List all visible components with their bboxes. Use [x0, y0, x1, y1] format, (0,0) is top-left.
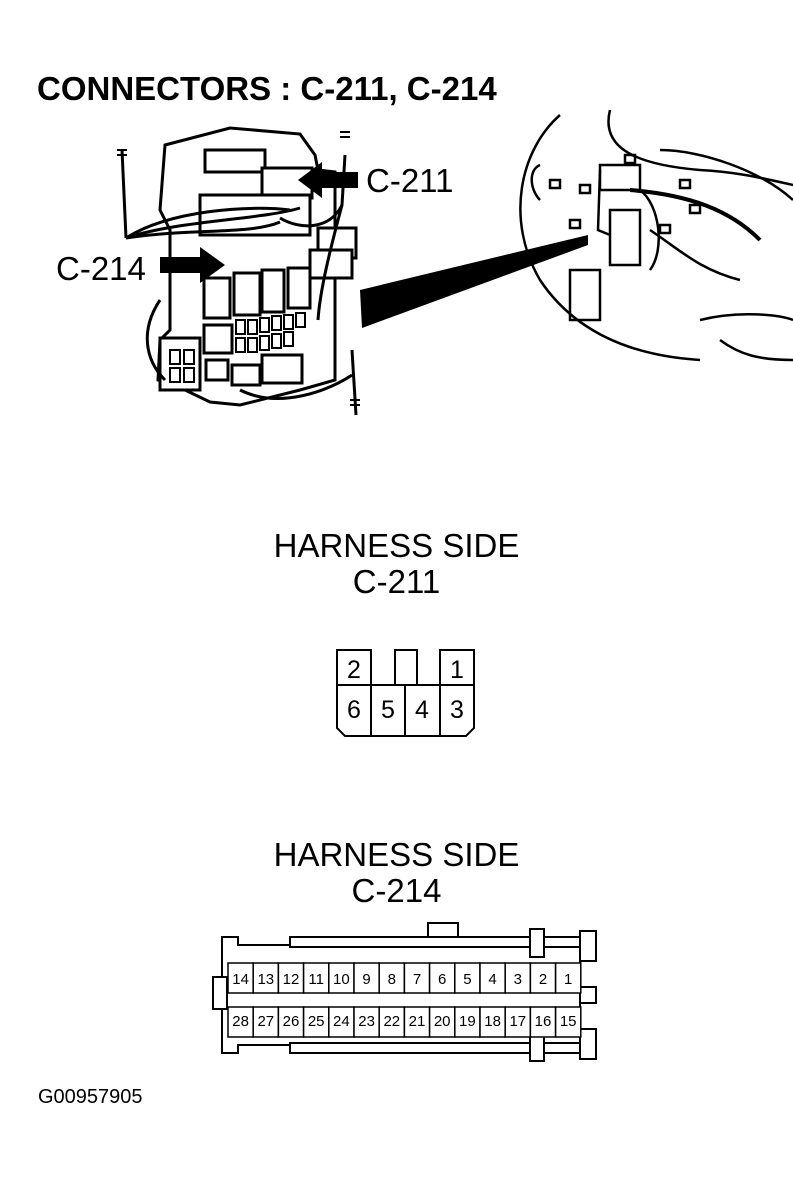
c214-heading-label: HARNESS SIDE	[273, 836, 520, 873]
c211-callout: C-211	[366, 162, 453, 199]
c214-pin: 19	[459, 1013, 476, 1030]
c214-pin: 27	[257, 1013, 274, 1030]
c214-pin: 6	[438, 971, 446, 988]
c214-pin-cell	[353, 1006, 380, 1038]
c211-connector: 2 1 6 5 4 3	[336, 649, 475, 737]
c214-pin-cell	[403, 1006, 431, 1038]
c214-arrow	[160, 247, 225, 283]
c214-latch-top	[427, 922, 459, 938]
c211-heading: HARNESS SIDE C-211	[0, 528, 793, 600]
zoom-wedge	[360, 235, 588, 328]
c214-pin-cell	[428, 962, 456, 994]
c211-pin: 1	[450, 656, 464, 684]
c214-pin-cell	[252, 1006, 280, 1038]
c214-pin-cell	[328, 1006, 355, 1038]
c214-pin: 18	[484, 1013, 501, 1030]
c214-heading-name: C-214	[351, 872, 442, 909]
c211-top-left-cell	[336, 649, 372, 686]
junction-block	[156, 126, 358, 407]
c214-pin: 10	[333, 971, 350, 988]
c214-pin: 26	[283, 1013, 300, 1030]
c211-heading-label: HARNESS SIDE	[273, 527, 520, 564]
c214-pin: 13	[257, 971, 274, 988]
c214-pin: 3	[514, 971, 522, 988]
c214-pin: 24	[333, 1013, 350, 1030]
c214-right-tab-mid	[579, 986, 597, 1004]
dashboard-harness	[629, 188, 762, 242]
c211-pin: 5	[381, 696, 395, 724]
wiring-harness	[120, 149, 358, 416]
c214-pin-cell	[277, 962, 305, 994]
c214-pin-cell	[378, 1006, 406, 1038]
c211-arrow	[298, 162, 358, 198]
c214-pin: 25	[308, 1013, 325, 1030]
c211-pin: 6	[347, 696, 361, 724]
c214-pin: 16	[535, 1013, 552, 1030]
c214-pin: 17	[509, 1013, 526, 1030]
c214-pin: 5	[463, 971, 471, 988]
c214-pin: 20	[434, 1013, 451, 1030]
c211-pin: 2	[347, 656, 361, 684]
c214-pin: 21	[409, 1013, 426, 1030]
c214-pin: 4	[488, 971, 496, 988]
c214-pin: 28	[232, 1013, 249, 1030]
c211-top-right-cell	[439, 649, 475, 686]
fuse-grid	[169, 312, 306, 383]
c214-right-tab-bottom	[579, 1028, 597, 1060]
junction-block-illustration: C-211 C-214	[56, 110, 793, 416]
c214-pin-cell	[479, 962, 506, 994]
c214-right-tab-top	[579, 930, 597, 962]
c214-pin: 12	[283, 971, 300, 988]
c211-pin: 3	[450, 696, 464, 724]
c214-pin-cell	[529, 1006, 557, 1038]
c214-pin-cell	[302, 1006, 330, 1038]
c214-pin: 23	[358, 1013, 375, 1030]
c214-pin-cell	[554, 1006, 582, 1038]
c214-pin: 14	[232, 971, 249, 988]
c214-pin: 2	[539, 971, 547, 988]
c214-pin: 7	[413, 971, 421, 988]
c214-pin-cell	[479, 1006, 506, 1038]
c214-pin: 1	[564, 971, 572, 988]
c211-top-key-cell	[394, 649, 418, 686]
c214-pin: 9	[362, 971, 370, 988]
c214-pin: 22	[383, 1013, 400, 1030]
c211-pin: 4	[415, 696, 429, 724]
c214-pin-cell	[227, 962, 254, 994]
c214-clip-top	[529, 928, 545, 958]
c214-pin: 8	[388, 971, 396, 988]
harness-end-ticks	[117, 131, 360, 406]
c211-heading-name: C-211	[352, 563, 441, 600]
figure-code: G00957905	[38, 1086, 143, 1108]
c214-heading: HARNESS SIDE C-214	[0, 837, 793, 909]
page-title: CONNECTORS : C-211, C-214	[37, 70, 497, 107]
c214-left-tab	[212, 976, 228, 1010]
c214-callout: C-214	[56, 250, 146, 287]
c214-pin-cell	[454, 1006, 481, 1038]
c214-pin-cell	[554, 962, 582, 994]
dashboard-location-view	[519, 110, 793, 362]
c214-pin: 15	[560, 1013, 577, 1030]
c214-pin-cell	[504, 962, 532, 994]
c214-pin-cell	[428, 1006, 456, 1038]
c214-pin-cell	[277, 1006, 305, 1038]
c214-pin: 11	[308, 971, 324, 988]
